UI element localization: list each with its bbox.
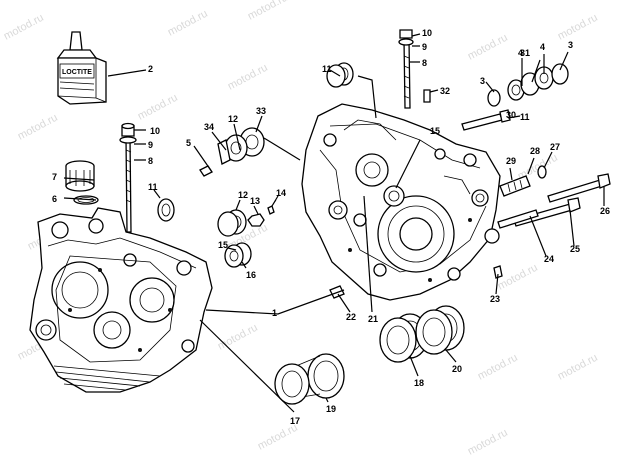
bearing-15-16 xyxy=(224,242,252,268)
seal-17 xyxy=(274,363,310,405)
callout-15-right: 15 xyxy=(430,126,440,136)
callout-24: 24 xyxy=(544,254,554,264)
callout-9-left: 9 xyxy=(148,140,153,150)
callout-11-misc: 11 xyxy=(520,112,530,122)
watermark: motod.ru xyxy=(476,352,520,383)
watermark: motod.ru xyxy=(466,427,510,458)
threadlocker-bottle: LOCTITE xyxy=(56,31,107,105)
stud-bolt-8-right xyxy=(398,29,414,109)
callout-32: 32 xyxy=(440,86,450,96)
watermark: motod.ru xyxy=(216,322,260,353)
callout-20: 20 xyxy=(452,364,462,374)
bearing-11-left xyxy=(157,198,175,222)
callout-4-right: 4 xyxy=(540,42,545,52)
callout-8-right: 8 xyxy=(422,58,427,68)
callout-1: 1 xyxy=(272,308,277,318)
callout-3-left: 3 xyxy=(480,76,485,86)
callout-21: 21 xyxy=(368,314,378,324)
pin-5 xyxy=(199,165,213,177)
callout-18: 18 xyxy=(414,378,424,388)
right-crankcase-half xyxy=(301,103,501,301)
callout-14: 14 xyxy=(276,188,286,198)
callout-labels: 1 2 3 3 4 4 5 6 7 8 8 9 9 10 10 11 11 11… xyxy=(52,28,610,426)
callout-12-upper: 12 xyxy=(228,114,238,124)
watermark: motod.ru xyxy=(136,92,180,123)
callout-17: 17 xyxy=(290,416,300,426)
callout-12-lower: 12 xyxy=(238,190,248,200)
callout-6: 6 xyxy=(52,194,57,204)
callout-23: 23 xyxy=(490,294,500,304)
bearing-12-33 xyxy=(217,127,265,165)
bearing-12-lower xyxy=(217,209,247,237)
watermark: motod.ru xyxy=(246,0,290,23)
callout-34: 34 xyxy=(204,122,214,132)
callout-29: 29 xyxy=(506,156,516,166)
callout-26: 26 xyxy=(600,206,610,216)
watermark: motod.ru xyxy=(16,112,60,143)
callout-11-right: 11 xyxy=(322,64,332,74)
circlip-3-left xyxy=(487,89,501,107)
callout-16: 16 xyxy=(246,270,256,280)
bolt-25 xyxy=(513,197,581,227)
stud-bolt-8-left xyxy=(119,122,137,233)
watermark: motod.ru xyxy=(556,12,600,43)
bolt-26 xyxy=(547,173,611,203)
bearing-20 xyxy=(415,305,465,355)
left-crankcase-half xyxy=(29,207,213,393)
watermark: motod.ru xyxy=(556,352,600,383)
callout-10-right: 10 xyxy=(422,28,432,38)
callout-19: 19 xyxy=(326,404,336,414)
callout-7: 7 xyxy=(52,172,57,182)
callout-15-left: 15 xyxy=(218,240,228,250)
callout-27: 27 xyxy=(550,142,560,152)
watermark: motod.ru xyxy=(226,62,270,93)
callout-9-right: 9 xyxy=(422,42,427,52)
callout-3-right: 3 xyxy=(568,40,573,50)
bolt-30 xyxy=(461,109,511,131)
callout-30: 30 xyxy=(506,110,516,120)
callout-31: 31 xyxy=(520,48,530,58)
bolt-23 xyxy=(493,265,503,279)
callout-10-left: 10 xyxy=(150,126,160,136)
breather-cap xyxy=(65,160,95,192)
spring-28-29 xyxy=(499,165,547,197)
watermark: motod.ru xyxy=(166,8,210,39)
watermark: motod.ru xyxy=(466,32,510,63)
callout-25: 25 xyxy=(570,244,580,254)
callout-13: 13 xyxy=(250,196,260,206)
watermark: motod.ru xyxy=(256,422,300,453)
callout-5: 5 xyxy=(186,138,191,148)
watermark: motod.ru xyxy=(496,262,540,293)
leader-lines xyxy=(63,33,605,413)
pin-32 xyxy=(423,89,431,103)
callout-33: 33 xyxy=(256,106,266,116)
callout-2: 2 xyxy=(148,64,153,74)
callout-11-left: 11 xyxy=(148,182,158,192)
callout-8-left: 8 xyxy=(148,156,153,166)
callout-22: 22 xyxy=(346,312,356,322)
bottle-label-text: LOCTITE xyxy=(62,69,92,76)
callout-4-left: 4 xyxy=(518,48,523,58)
nut-13 xyxy=(247,213,265,227)
bearing-31-4 xyxy=(507,63,569,101)
o-ring-6 xyxy=(73,195,99,205)
bolt-24 xyxy=(497,209,539,229)
watermark: motod.ru xyxy=(2,12,46,43)
callout-28: 28 xyxy=(530,146,540,156)
